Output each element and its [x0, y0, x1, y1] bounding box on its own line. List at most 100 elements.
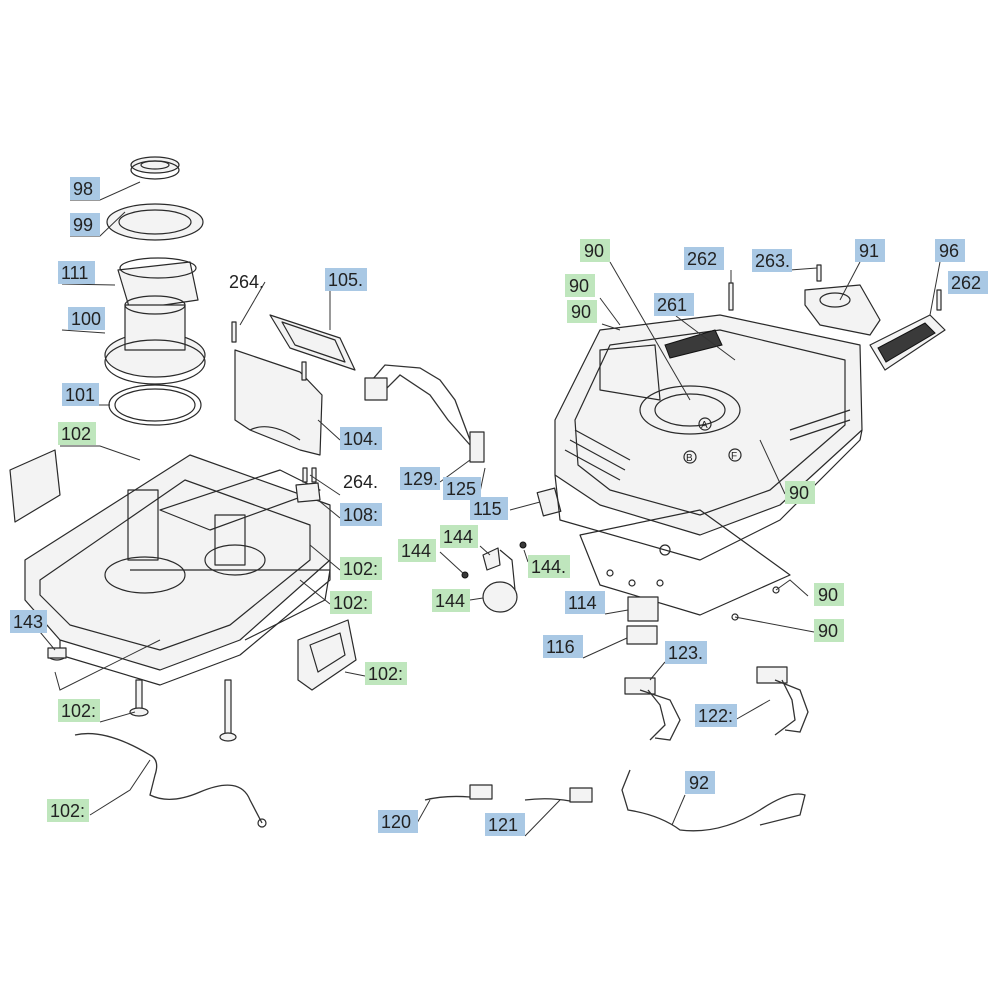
part-264-screw	[302, 467, 308, 483]
callout-label: 144	[440, 525, 478, 548]
callout-box	[565, 591, 605, 614]
callout-label: 91	[855, 239, 885, 262]
callout-box	[47, 799, 89, 822]
callout-text: 111	[61, 263, 88, 283]
part-116-connector	[626, 625, 658, 645]
callout-label: 129.	[400, 467, 440, 490]
callout-text: 105.	[328, 270, 363, 290]
callout-box	[567, 300, 597, 323]
callout-box	[752, 249, 792, 272]
callout-label: 102:	[340, 557, 382, 580]
callout-label: 144.	[528, 555, 570, 578]
callout-label: 102:	[47, 799, 89, 822]
callout-text: 122:	[698, 706, 733, 726]
callout-text: 264.	[343, 472, 378, 492]
callout-text: 102:	[368, 664, 403, 684]
callout-label: 102:	[330, 591, 372, 614]
part-262-screw	[728, 282, 734, 311]
callout-label: 100	[68, 307, 105, 330]
callout-box	[665, 641, 707, 664]
bolts	[129, 679, 237, 742]
part-98-seal-ring	[130, 156, 180, 180]
part-264-screw	[311, 467, 317, 483]
marker-a: A	[701, 420, 708, 431]
part-264-screw	[231, 321, 237, 343]
callout-text: 104.	[343, 429, 378, 449]
callout-label: 122:	[695, 704, 737, 727]
base-plate	[579, 509, 791, 621]
upper-body-shell	[554, 314, 863, 561]
callout-text: 92	[689, 773, 709, 793]
callout-box	[685, 771, 715, 794]
callout-label: 105.	[325, 268, 367, 291]
callout-box	[432, 589, 470, 612]
callout-text: 90	[569, 276, 589, 296]
callout-box	[440, 525, 478, 548]
callout-text: 98	[73, 179, 93, 199]
part-91-mount	[804, 284, 881, 336]
callout-text: 144	[401, 541, 431, 561]
callout-text: 144	[443, 527, 473, 547]
callout-box	[855, 239, 885, 262]
callout-label: 92	[685, 771, 715, 794]
callout-box	[58, 422, 96, 445]
callout-text: 262	[951, 273, 981, 293]
callout-label: 90	[567, 300, 597, 323]
callout-text: 108:	[343, 505, 378, 525]
callout-text: 129.	[403, 469, 438, 489]
callout-text: 143	[13, 612, 43, 632]
marker-f: F	[731, 451, 737, 462]
callout-labels: 98 99 111 100 101 102 143 102:	[10, 177, 988, 836]
callout-label: 264.	[343, 472, 378, 492]
callout-label: 99	[70, 213, 100, 236]
callout-box	[580, 239, 610, 262]
callout-text: 90	[818, 621, 838, 641]
callout-text: 264.	[229, 272, 264, 292]
callout-box	[340, 557, 382, 580]
callout-text: 102:	[343, 559, 378, 579]
part-102-lid	[297, 619, 357, 691]
callout-label: 120	[378, 810, 418, 833]
callout-text: 121	[488, 815, 518, 835]
callout-text: 100	[71, 309, 101, 329]
callout-box	[654, 293, 694, 316]
callout-label: 90	[565, 274, 595, 297]
callout-box	[400, 467, 440, 490]
callout-label: 114	[565, 591, 605, 614]
part-120-cable	[424, 784, 493, 801]
part-262-screw	[936, 289, 942, 311]
part-102-wire	[74, 732, 263, 824]
callout-text: 101	[65, 385, 95, 405]
part-122-harness	[756, 666, 809, 736]
callout-box	[814, 619, 844, 642]
part-143-bushing	[47, 647, 67, 661]
part-108-bracket	[295, 482, 321, 503]
callout-box	[814, 583, 844, 606]
callout-box	[330, 591, 372, 614]
callout-box	[325, 268, 367, 291]
callout-box	[10, 610, 47, 633]
callout-label: 96	[935, 239, 965, 262]
callout-label: 104.	[340, 427, 382, 450]
part-121-cable	[524, 787, 593, 803]
callout-text: 90	[584, 241, 604, 261]
callout-label: 90	[785, 481, 815, 504]
part-114-block	[627, 596, 659, 622]
callout-label: 144	[432, 589, 470, 612]
callout-box	[70, 177, 100, 200]
callout-box	[378, 810, 418, 833]
callout-label: 123.	[665, 641, 707, 664]
callout-label: 108:	[340, 503, 382, 526]
callout-label: 115	[470, 497, 508, 520]
callout-text: 99	[73, 215, 93, 235]
callout-label: 261	[654, 293, 694, 316]
assembly-markers: A B F	[683, 417, 742, 464]
part-111-motor-cover	[117, 257, 199, 311]
callout-text: 144	[435, 591, 465, 611]
part-101-gasket-ring	[108, 384, 202, 426]
callout-box	[398, 539, 436, 562]
callout-box	[935, 239, 965, 262]
lower-chassis	[24, 454, 331, 686]
callout-text: 125	[446, 479, 476, 499]
